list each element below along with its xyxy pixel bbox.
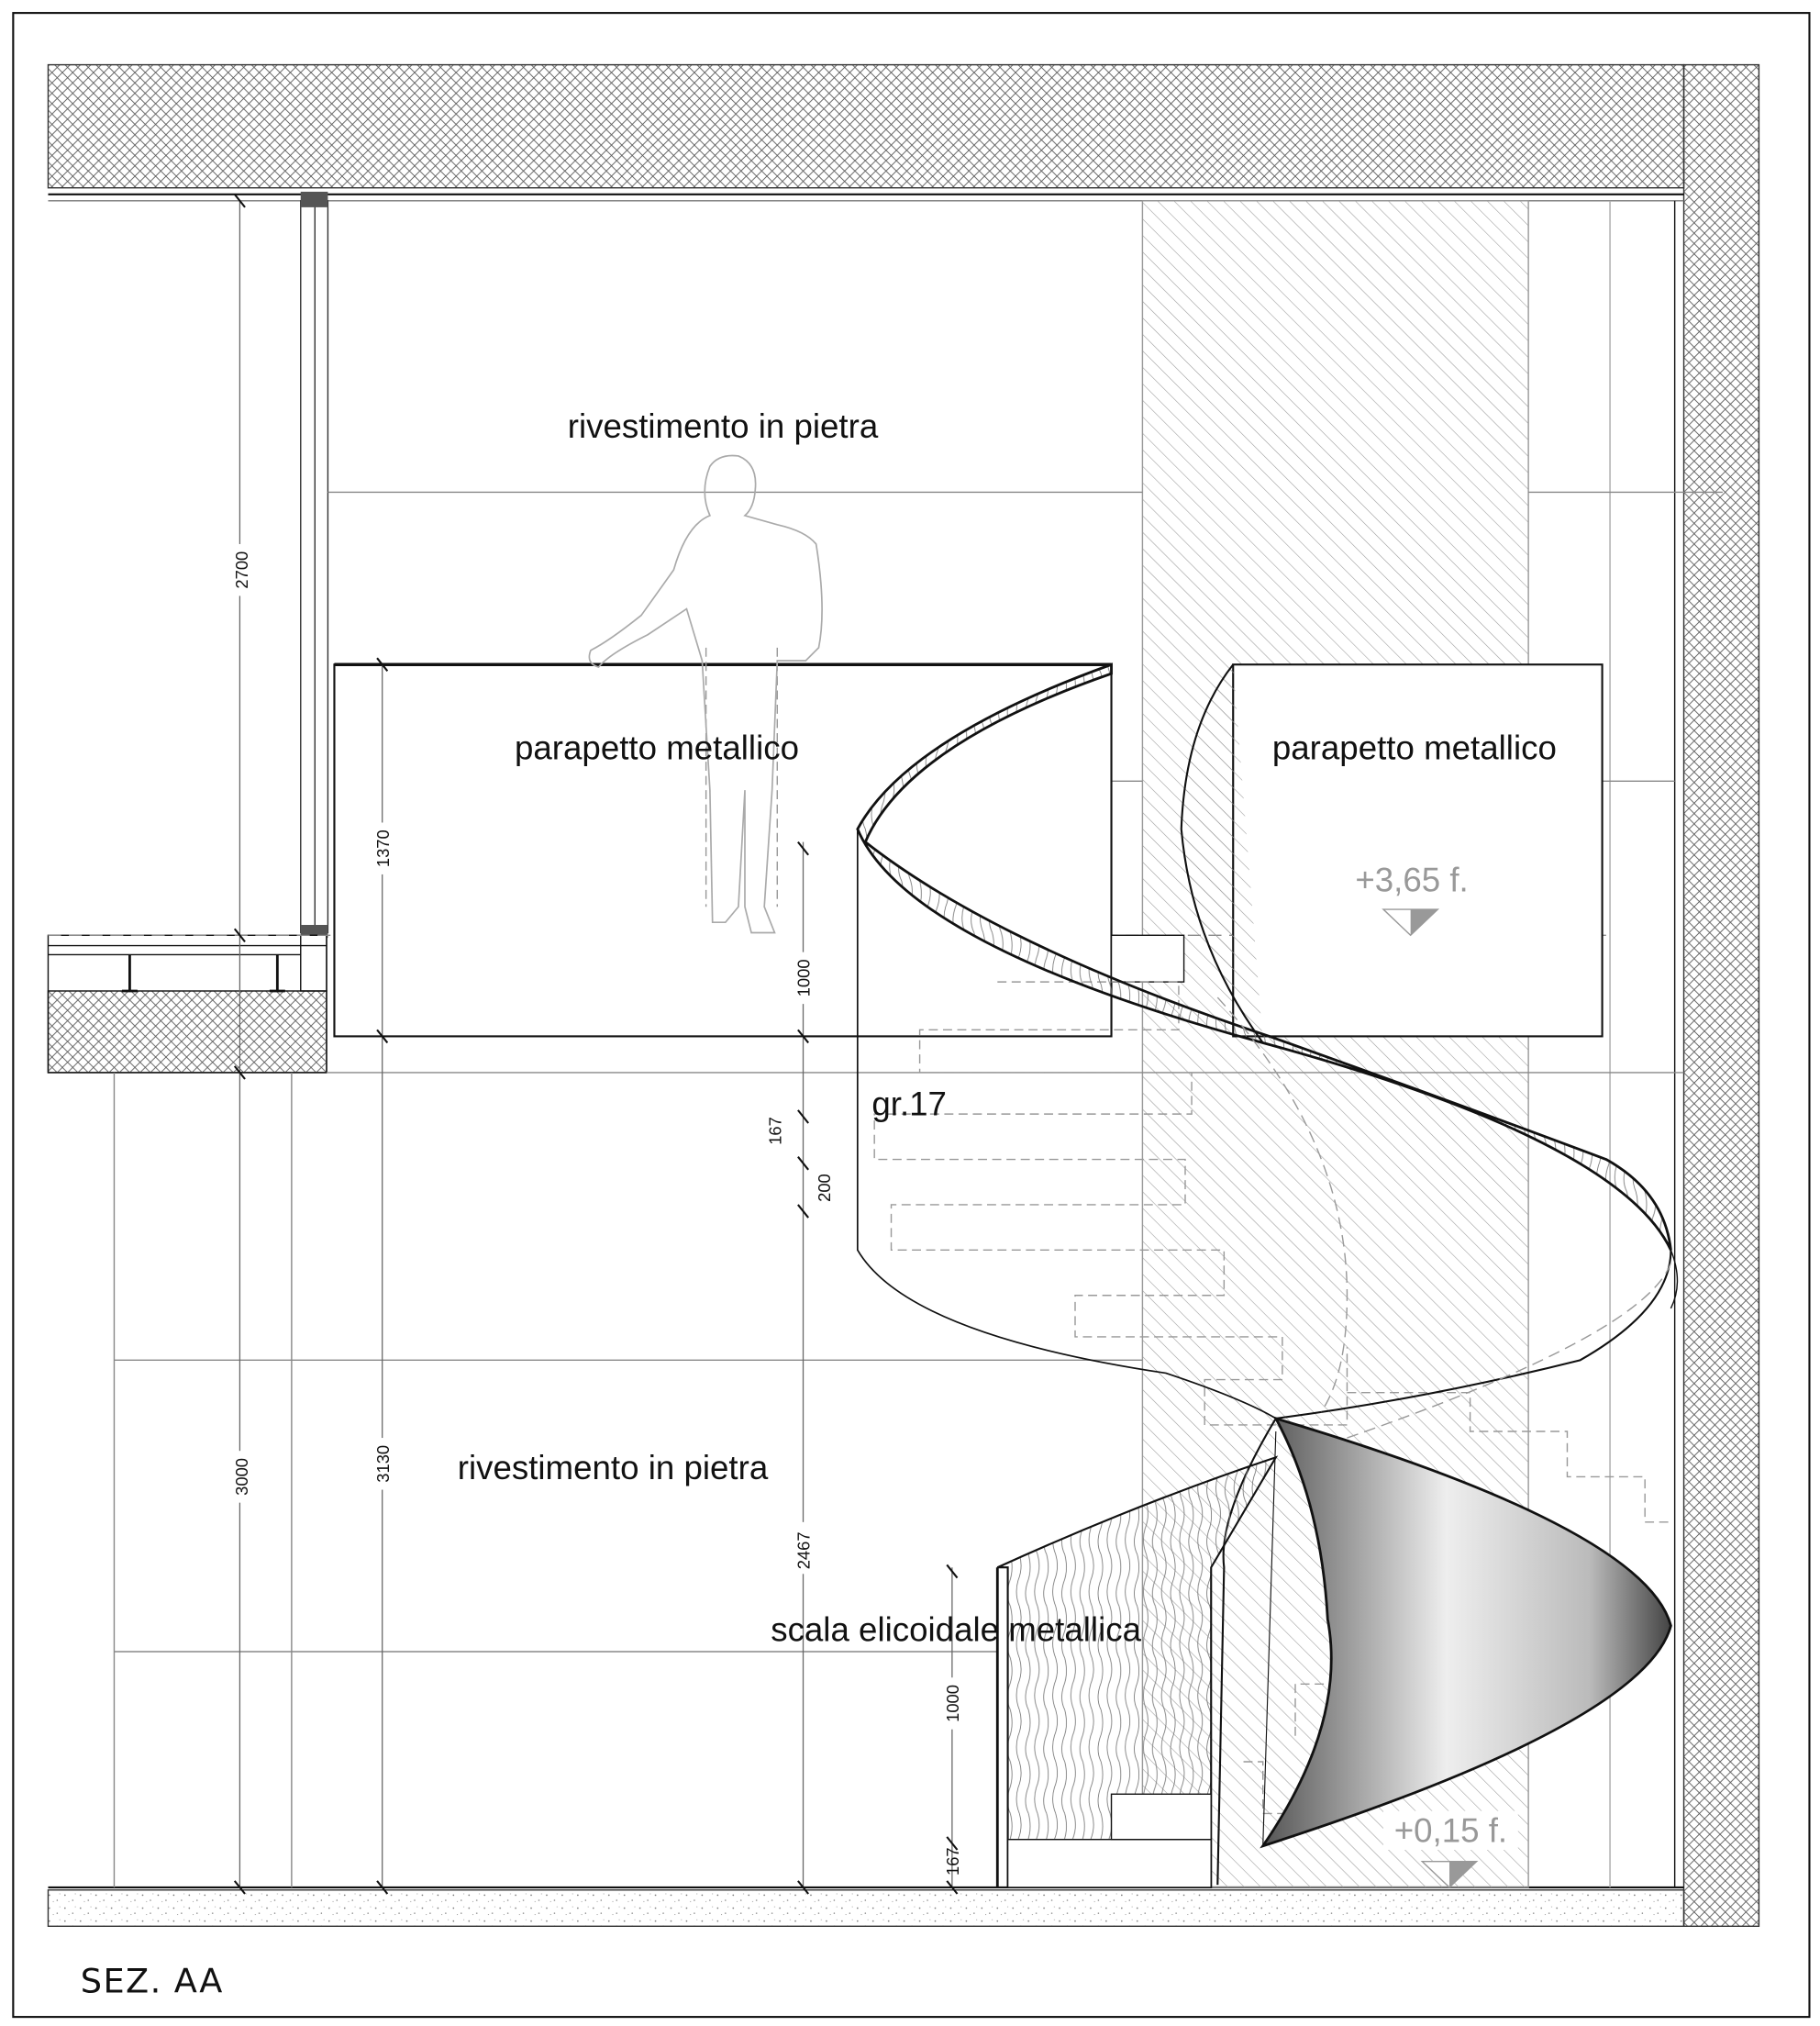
dim-1370: 1370 bbox=[373, 829, 393, 867]
section-title: SEZ. AA bbox=[81, 1961, 224, 2000]
label-stair: scala elicoidale metallica bbox=[771, 1611, 1141, 1649]
spiral-band-lower bbox=[1260, 1416, 1672, 1849]
level-lower-label: +0,15 f. bbox=[1394, 1812, 1507, 1850]
label-steps: gr.17 bbox=[871, 1085, 947, 1123]
dim-2700: 2700 bbox=[232, 551, 251, 589]
floor-slab bbox=[47, 1889, 1685, 1927]
dim-3000: 3000 bbox=[232, 1458, 251, 1496]
label-parapet-right: parapetto metallico bbox=[1272, 729, 1557, 766]
parapet-right bbox=[1232, 663, 1604, 1038]
dim-2467: 2467 bbox=[794, 1531, 814, 1569]
dim-167-upper: 167 bbox=[766, 1117, 785, 1145]
top-slab bbox=[47, 63, 1685, 189]
label-stone-lower: rivestimento in pietra bbox=[458, 1449, 769, 1486]
right-wall bbox=[1682, 63, 1760, 1927]
drawing-frame bbox=[12, 12, 1811, 2019]
person-figure bbox=[588, 454, 823, 934]
dim-3130: 3130 bbox=[373, 1445, 393, 1483]
stair-side-panel bbox=[996, 1455, 1279, 1888]
dim-200: 200 bbox=[815, 1174, 834, 1202]
dim-1000-upper: 1000 bbox=[794, 959, 814, 996]
spiral-band-upper bbox=[856, 662, 1672, 1251]
dim-1000-lower: 1000 bbox=[943, 1685, 962, 1722]
label-stone-upper: rivestimento in pietra bbox=[568, 407, 879, 445]
label-parapet-left: parapetto metallico bbox=[515, 729, 799, 766]
dim-167-lower: 167 bbox=[943, 1847, 962, 1876]
level-upper-label: +3,65 f. bbox=[1355, 861, 1468, 898]
